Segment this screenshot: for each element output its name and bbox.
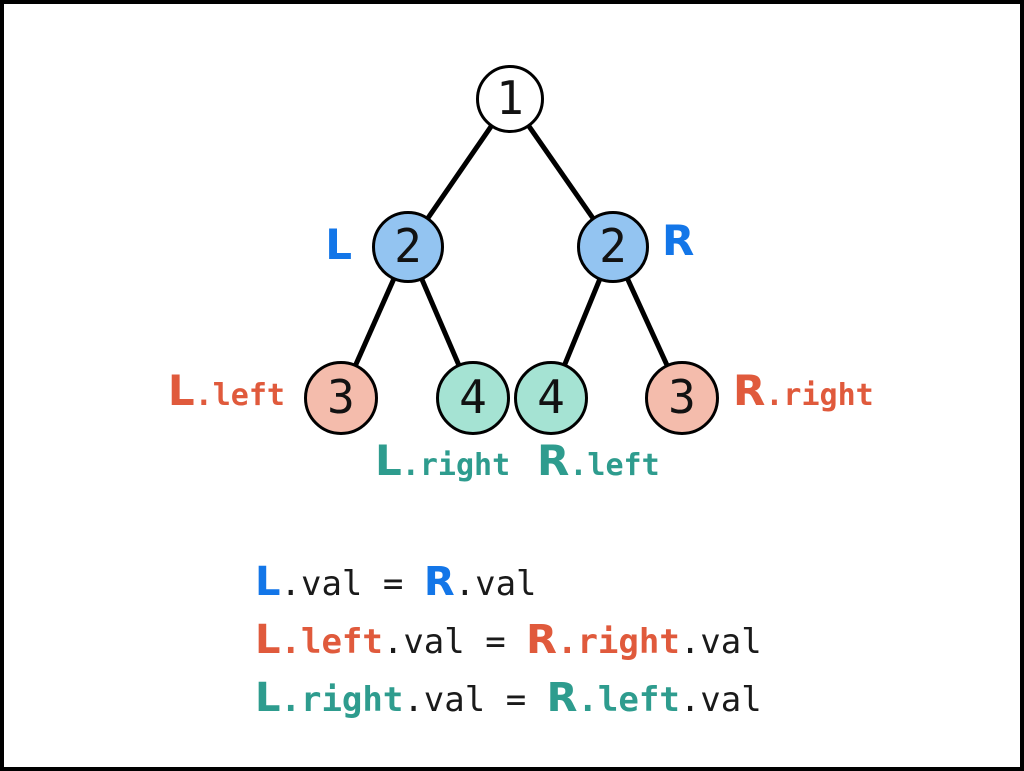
text-segment: L [325,220,352,270]
label-L: L [325,224,352,266]
text-segment: .val [280,564,363,605]
text-segment: .val [454,564,537,605]
text-segment: .left [577,680,680,721]
node-value-R: 2 [599,219,627,273]
node-value-root: 1 [496,71,524,125]
equation-line-3: L.right.val = R.left.val [255,678,762,718]
node-value-R-left: 4 [537,370,565,424]
tree-node-root: 1 [476,65,544,133]
equation-line-2: L.left.val = R.right.val [255,620,762,660]
tree-node-R-right: 3 [645,361,719,435]
label-R-right: R.right [733,370,874,412]
text-segment: .val [403,680,486,721]
text-segment: .right [280,680,404,721]
text-segment: = [362,564,424,605]
node-value-L-right: 4 [459,370,487,424]
tree-node-L-left: 3 [304,361,378,435]
tree-node-L-right: 4 [436,361,510,435]
text-segment: .val [679,622,762,663]
label-L-left: L.left [168,370,285,412]
text-segment: .left [569,448,660,484]
node-value-R-right: 3 [668,370,696,424]
node-value-L-left: 3 [327,370,355,424]
text-segment: R [526,617,557,664]
text-segment: .left [194,378,285,414]
tree-node-R: 2 [577,211,649,283]
text-segment: .left [280,622,383,663]
tree-node-R-left: 4 [514,361,588,435]
text-segment: R [423,559,455,606]
text-segment: L [255,675,281,722]
label-R-left: R.left [537,440,660,482]
text-segment: R [662,216,695,266]
text-segment: = [464,622,527,663]
label-R: R [662,220,694,262]
text-segment: R [546,675,578,722]
text-segment: L [375,436,402,486]
text-segment: L [255,617,281,664]
text-segment: .val [382,622,465,663]
text-segment: .val [679,680,762,721]
text-segment: = [485,680,547,721]
text-segment: R [537,436,570,486]
text-segment: R [733,366,766,416]
node-value-L: 2 [394,219,422,273]
text-segment: .right [765,378,874,414]
text-segment: .right [556,622,680,663]
equation-line-1: L.val = R.val [255,562,537,602]
text-segment: L [167,366,195,416]
label-L-right: L.right [375,440,510,482]
text-segment: .right [401,448,511,484]
tree-node-L: 2 [372,211,444,283]
text-segment: L [255,559,281,606]
